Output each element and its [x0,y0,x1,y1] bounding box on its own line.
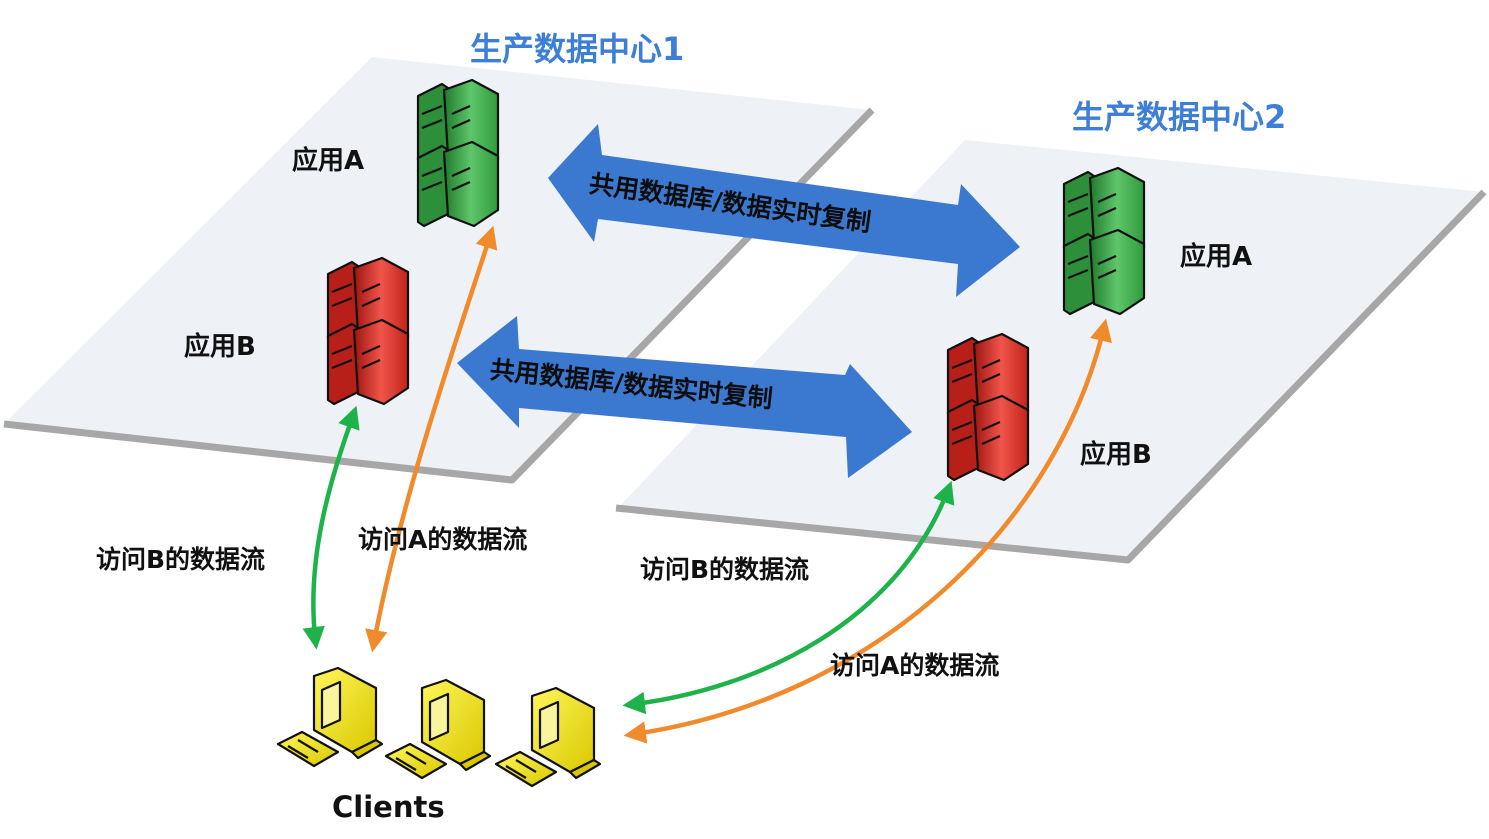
dc2-title: 生产数据中心2 [1072,98,1287,136]
client-computer-icon [494,686,602,788]
dc1-app-a-label: 应用A [292,146,365,176]
server-icon [1062,166,1146,316]
flow-arrow-dc1-a [365,225,498,653]
replication-arrow-top [548,124,1020,297]
flow-arrow-dc1-b [302,405,360,650]
flow-label-dc2-b: 访问B的数据流 [640,555,810,584]
flow-arrow-dc2-a [623,318,1112,744]
flow-label-dc1-a: 访问A的数据流 [358,525,528,554]
client-computer-icon [384,678,492,780]
dc1-title: 生产数据中心1 [470,30,685,68]
flow-label-dc2-a: 访问A的数据流 [830,651,1000,680]
client-computer-icon [276,666,384,768]
server-icon [946,332,1030,482]
dc1-app-b-label: 应用B [184,332,256,362]
server-icon [326,256,410,406]
dc2-app-a-label: 应用A [1180,242,1253,272]
flow-label-dc1-b: 访问B的数据流 [96,545,266,574]
clients-label: Clients [332,790,445,824]
server-icon [416,78,500,228]
dc2-app-b-label: 应用B [1080,440,1152,470]
